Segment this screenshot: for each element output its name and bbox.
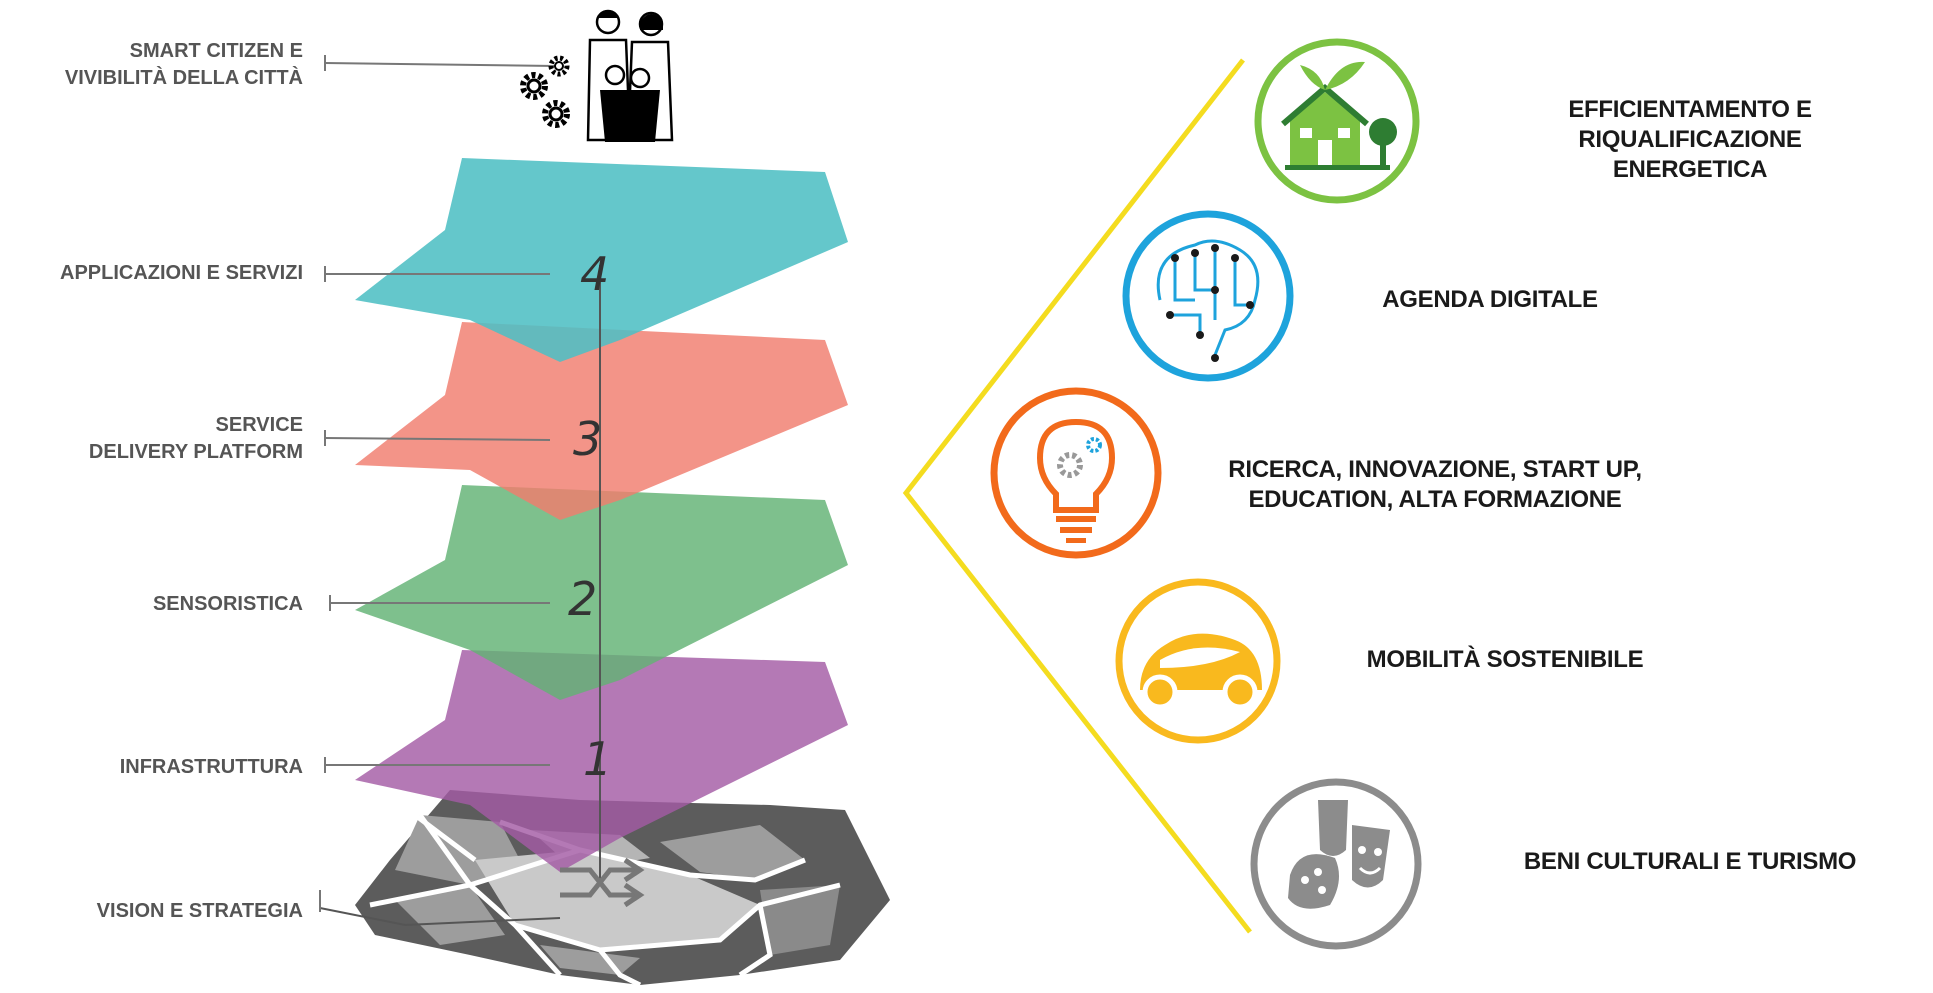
city-map-base <box>319 790 890 988</box>
yellow-bracket <box>902 58 1252 934</box>
domain-label-mobilita: MOBILITÀ SOSTENIBILE <box>1366 646 1644 673</box>
electric-car-icon <box>1115 578 1281 744</box>
layer-4-number: 4 <box>580 247 609 301</box>
layer-label-sensoristica: SENSORISTICA <box>152 593 303 615</box>
layer-1-number: 1 <box>583 732 612 786</box>
layer-label-smart-citizen: SMART CITIZEN E VIVIBILITÀ DELLA CITTÀ <box>64 40 303 89</box>
lightbulb-gears-icon <box>990 387 1162 559</box>
layer-label-infrastruttura: INFRASTRUTTURA <box>119 756 303 778</box>
layer-3-number: 3 <box>573 412 602 466</box>
layer-4-plane <box>355 158 848 362</box>
layer-label-vision: VISION E STRATEGIA <box>96 900 303 922</box>
layer-3-plane <box>355 322 848 520</box>
merge-arrows-icon <box>560 857 645 908</box>
domain-label-beni-culturali: BENI CULTURALI E TURISMO <box>1523 848 1857 875</box>
domain-label-efficientamento: EFFICIENTAMENTO E RIQUALIFICAZIONE ENERG… <box>1568 96 1812 183</box>
green-house-icon <box>1254 38 1420 204</box>
gears-icon <box>520 55 570 128</box>
layer-label-applicazioni: APPLICAZIONI E SERVIZI <box>60 262 303 284</box>
layer-label-service-delivery: SERVICE DELIVERY PLATFORM <box>88 414 303 463</box>
layer-1-plane <box>355 650 848 872</box>
theatre-masks-icon <box>1250 778 1422 950</box>
layer-2-plane <box>355 485 848 700</box>
leader-lines <box>319 55 556 912</box>
layer-2-number: 2 <box>568 572 597 626</box>
family-icon <box>586 9 674 142</box>
domain-label-agenda-digitale: AGENDA DIGITALE <box>1382 286 1598 313</box>
digital-brain-icon <box>1122 210 1294 382</box>
domain-label-ricerca: RICERCA, INNOVAZIONE, START UP, EDUCATIO… <box>1228 456 1642 513</box>
